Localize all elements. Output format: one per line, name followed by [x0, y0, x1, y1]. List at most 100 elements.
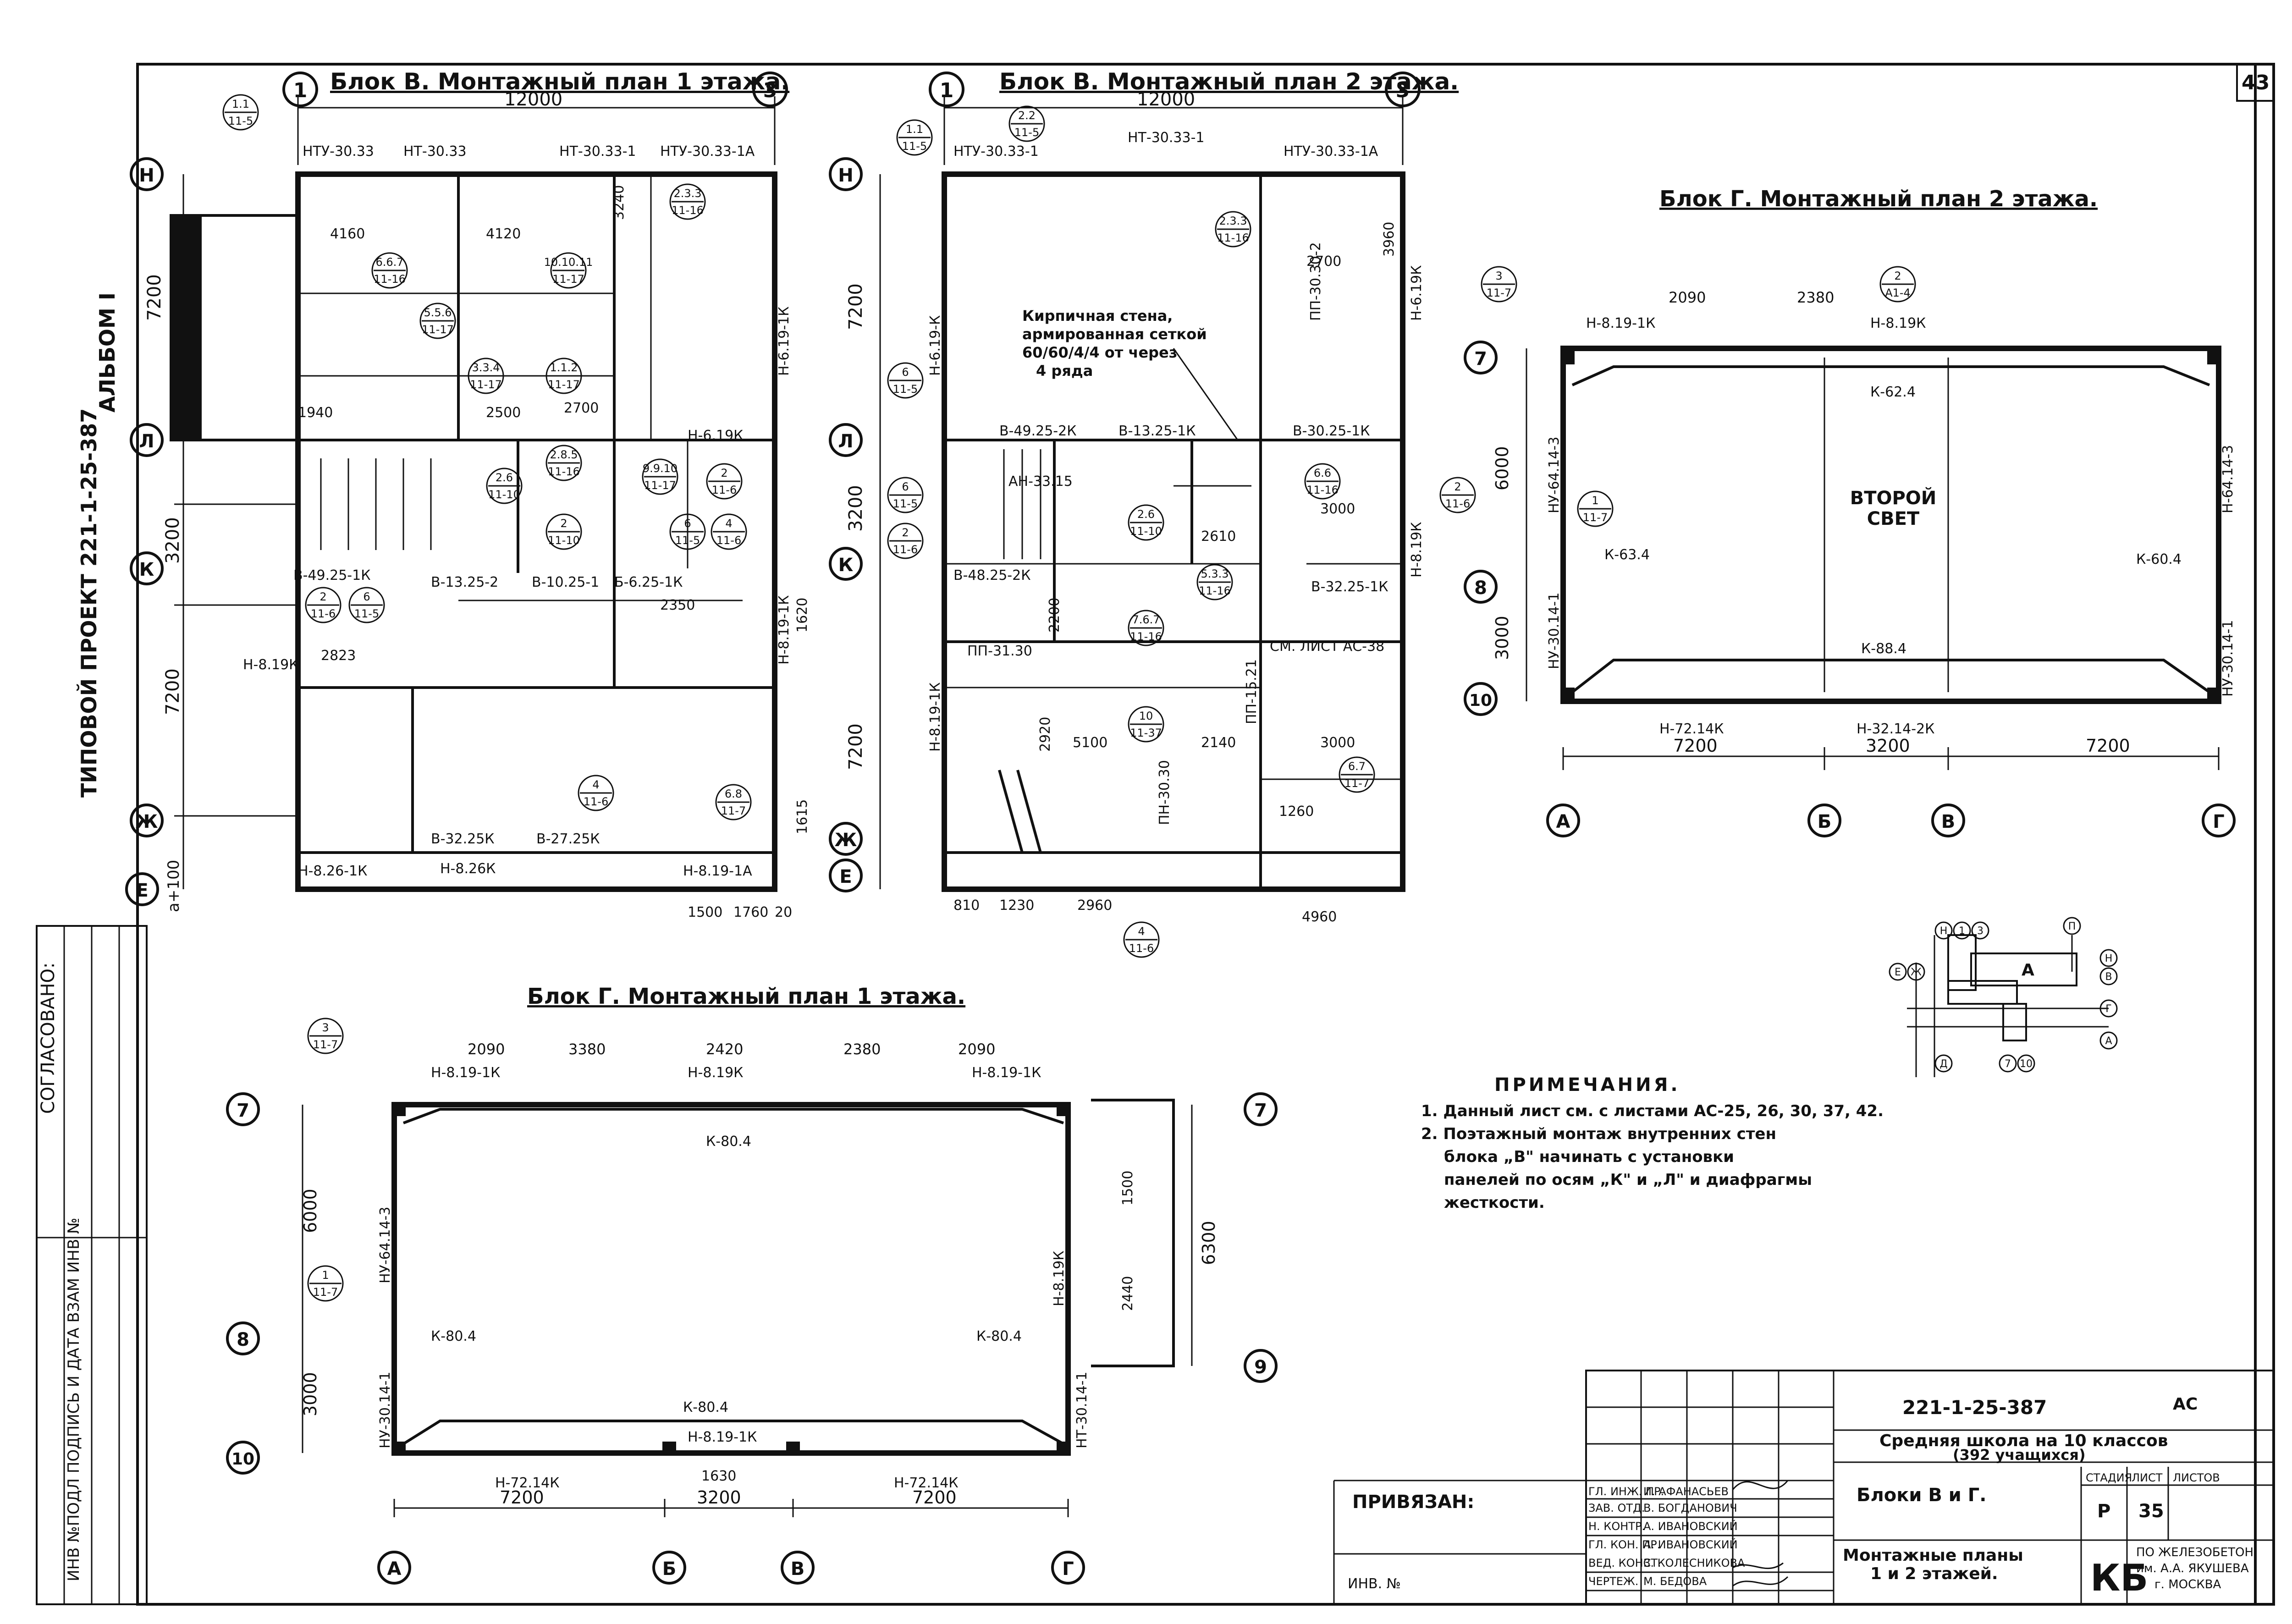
marker-top: 10.10.11: [544, 256, 593, 269]
notes-line-4: жесткости.: [1444, 1194, 1545, 1212]
stamp-role-1: ЗАВ. ОТД.: [1588, 1502, 1645, 1514]
marker-top: 1.1: [906, 123, 923, 136]
marker-bot: 11-6: [712, 484, 737, 496]
key-axis-6: Е: [1895, 967, 1901, 978]
plan-g2-axis-10-bubble: [1464, 682, 1498, 716]
plan-b1-label-26: 1940: [298, 405, 333, 421]
plan-g1-dim-top-1: 2420: [706, 1040, 743, 1058]
plan-g1-label-2: Н-8.19-1К: [972, 1065, 1041, 1081]
plan-b1-label-28: 1760: [733, 904, 768, 920]
plan-b2-axis-zh-bubble: [829, 822, 863, 856]
plan-b2-label-26: 810: [953, 897, 980, 914]
plan-b2-axis-l: Л: [838, 431, 853, 452]
plan-b1-label-8: В-13.25-2: [431, 574, 498, 590]
plan-g1-label-12: НТ-30.14-1: [1074, 1371, 1090, 1448]
plan-g1-dim-w2: 3200: [697, 1487, 741, 1508]
stamp-role-5: ЧЕРТЕЖ.: [1588, 1575, 1638, 1588]
marker-bot: 11-7: [1344, 777, 1369, 790]
plan-b2-title: Блок В. Монтажный план 2 этажа.: [999, 68, 1459, 95]
plan-g1-dim-r1: 1500: [1120, 1171, 1136, 1206]
plan-g2-axis-g: Г: [2213, 811, 2225, 832]
plan-b1-axis-k-bubble: [130, 551, 164, 585]
plan-g2-label-9: Н-64.14-3: [2220, 445, 2236, 513]
marker-bot: 11-17: [422, 323, 454, 336]
plan-b1-label-1: НТ-30.33: [403, 143, 467, 160]
marker: [371, 252, 408, 289]
marker-bot: 11-16: [548, 465, 580, 478]
marker: [887, 477, 924, 513]
plan-g1-dim-mid: 1630: [701, 1468, 736, 1484]
plan-g2-dim-h1: 6000: [1492, 446, 1512, 490]
plan-b1-label-25: 2700: [564, 400, 599, 416]
plan-b1-label-10: Б-6.25-1К: [614, 574, 683, 590]
plan-b2-label-3: Н-6.19-К: [927, 315, 943, 376]
key-plan-label-a: А: [2022, 961, 2034, 980]
plan-g1-dim-r2: 2440: [1120, 1276, 1136, 1311]
stamp-name-2: А. ИВАНОВСКИЙ: [1643, 1519, 1738, 1533]
marker: [545, 513, 582, 550]
marker-top: 4: [725, 517, 732, 530]
plan-g1-axis-7r: 7: [1254, 1100, 1267, 1121]
plan-g1-dim-right: 6300: [1199, 1221, 1219, 1265]
plan-g1-axis-b: Б: [662, 1558, 677, 1580]
marker-bot: 11-7: [1583, 511, 1608, 524]
plan-b2-label-4: Н-8.19-1К: [927, 683, 943, 752]
plan-b2-axis-k-bubble: [829, 547, 863, 581]
plan-b1-label-12: В-27.25К: [536, 831, 600, 847]
key-axis-2: 3: [1977, 925, 1983, 937]
plan-g1-label-7: Н-8.19-1К: [688, 1429, 757, 1445]
key-axis-marker: [1953, 921, 1971, 940]
plan-g1-label-11: НУ-30.14-1: [377, 1372, 393, 1448]
marker-top: 2.2: [1018, 109, 1036, 122]
plan-block-v-floor-2: Блок В. Монтажный план 2 этажа. 12000 1 …: [829, 68, 1476, 958]
marker-bot: 11-17: [548, 378, 580, 391]
key-axis-12: А: [2105, 1035, 2112, 1047]
stamp-role-4: ВЕД. КОНСТ.: [1588, 1557, 1661, 1569]
stamp-sheets-hdr: ЛИСТОВ: [2173, 1471, 2220, 1484]
plan-b1-dim-h3: 7200: [162, 668, 183, 715]
marker-top: 3.3.4: [472, 361, 500, 374]
plan-b1-axis-h-bubble: [130, 157, 164, 191]
plan-g2-axis-a-bubble: [1546, 804, 1580, 837]
plan-b2-label-18: 2610: [1201, 528, 1236, 545]
plan-b2-dim-h3: 7200: [845, 723, 866, 770]
marker: [468, 358, 504, 394]
plan-b2-label-21: 3000: [1320, 735, 1355, 751]
marker-top: 6.6: [1314, 467, 1331, 479]
plan-b1-label-4: Н-6.19-1К: [776, 307, 792, 376]
plan-b1-axis-h: Н: [139, 165, 154, 186]
plan-g2-dim-w1: 7200: [1673, 736, 1718, 756]
plan-b2-label-8: В-13.25-1К: [1118, 423, 1196, 439]
stamp-name-1: В. БОГДАНОВИЧ: [1643, 1502, 1737, 1514]
plan-b1-axis-l: Л: [139, 431, 154, 452]
marker-top: 2.3.3: [673, 187, 701, 200]
stamp-role-3: ГЛ. КОН. ПР.: [1588, 1538, 1660, 1551]
marker-bot: 11-6: [893, 543, 918, 556]
plan-b1-detail-markers: 1.1 11-5 6.6.7 11-16 5.5.6 11-17 3.3.4 1…: [222, 94, 752, 820]
marker: [711, 513, 747, 550]
marker-bot: 11-16: [1130, 630, 1162, 643]
marker-top: 4: [592, 778, 599, 791]
marker: [1304, 463, 1341, 500]
plan-b2-note-3: 4 ряда: [1036, 362, 1093, 380]
plan-b1-axis-zh-bubble: [130, 804, 164, 837]
plan-g1-dim-top-3: 3380: [568, 1040, 606, 1058]
marker: [1481, 266, 1517, 303]
marker: [307, 1018, 344, 1054]
plan-b2-label-28: 4960: [1302, 909, 1337, 925]
marker-bot: 11-10: [548, 534, 580, 547]
plan-b2-label-27: 1260: [1279, 804, 1314, 820]
plan-b1-label-18: 2350: [660, 597, 695, 613]
plan-g2-axis-8-bubble: [1464, 570, 1498, 604]
plan-b2-label-2: НТУ-30.33-1А: [1284, 143, 1378, 160]
marker: [1128, 504, 1164, 541]
plan-g1-label-0: Н-8.19-1К: [431, 1065, 500, 1081]
plan-b2-axis-3-bubble: [1385, 72, 1421, 107]
marker-bot: 11-5: [902, 140, 927, 153]
plan-g2-axis-v-bubble: [1931, 804, 1965, 837]
marker-top: 2.6: [1137, 508, 1155, 521]
stamp-org-1: им. А.А. ЯКУШЕВА: [2136, 1562, 2249, 1575]
plan-b2-label-7: В-49.25-2К: [999, 423, 1077, 439]
plan-b2-label-24: 2960: [1077, 897, 1112, 914]
